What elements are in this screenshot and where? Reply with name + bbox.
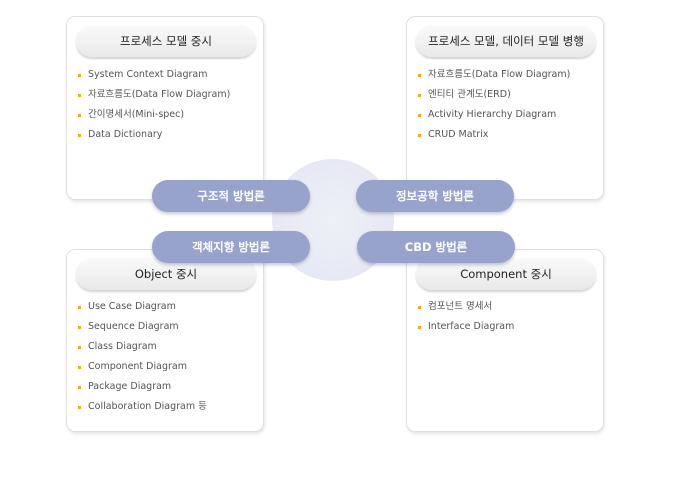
card-object: Object 중시 Use Case Diagram Sequence Diag… <box>66 249 264 432</box>
card-title: Component 중시 <box>416 258 596 290</box>
card-process-data-model: 프로세스 모델, 데이터 모델 병행 자료흐름도(Data Flow Diagr… <box>406 16 604 200</box>
pill-cbd-methodology: CBD 방법론 <box>357 231 515 263</box>
card-title: 프로세스 모델 중시 <box>76 25 256 57</box>
bullet-icon <box>418 73 421 77</box>
list-item: Sequence Diagram <box>78 317 207 337</box>
bullet-icon <box>418 113 421 117</box>
card-title: 프로세스 모델, 데이터 모델 병행 <box>416 25 596 57</box>
list-item: Component Diagram <box>78 357 207 377</box>
bullet-icon <box>78 325 81 329</box>
card-title: Object 중시 <box>76 258 256 290</box>
list-item: Collaboration Diagram 등 <box>78 397 207 417</box>
list-item: 간이명세서(Mini-spec) <box>78 105 230 125</box>
bullet-icon <box>418 305 421 309</box>
bullet-icon <box>78 405 81 409</box>
bullet-icon <box>78 305 81 309</box>
bullet-icon <box>78 113 81 117</box>
bullet-icon <box>78 133 81 137</box>
pill-information-engineering-methodology: 정보공학 방법론 <box>356 180 514 212</box>
list-item: 컴포넌트 명세서 <box>418 297 514 317</box>
bullet-icon <box>78 345 81 349</box>
bullet-icon <box>78 73 81 77</box>
list-item: Activity Hierarchy Diagram <box>418 105 570 125</box>
bullet-icon <box>418 93 421 97</box>
list-item: Interface Diagram <box>418 317 514 337</box>
list-item: Use Case Diagram <box>78 297 207 317</box>
list-item: 자료흐름도(Data Flow Diagram) <box>78 85 230 105</box>
bullet-icon <box>78 93 81 97</box>
pill-object-oriented-methodology: 객체지향 방법론 <box>152 231 310 263</box>
diagram-list: 자료흐름도(Data Flow Diagram) 엔티티 관계도(ERD) Ac… <box>418 65 570 145</box>
list-item: CRUD Matrix <box>418 125 570 145</box>
bullet-icon <box>418 133 421 137</box>
card-process-model: 프로세스 모델 중시 System Context Diagram 자료흐름도(… <box>66 16 264 200</box>
list-item: 자료흐름도(Data Flow Diagram) <box>418 65 570 85</box>
bullet-icon <box>78 385 81 389</box>
list-item: Data Dictionary <box>78 125 230 145</box>
bullet-icon <box>78 365 81 369</box>
list-item: System Context Diagram <box>78 65 230 85</box>
pill-structured-methodology: 구조적 방법론 <box>152 180 310 212</box>
list-item: 엔티티 관계도(ERD) <box>418 85 570 105</box>
list-item: Class Diagram <box>78 337 207 357</box>
card-component: Component 중시 컴포넌트 명세서 Interface Diagram <box>406 249 604 432</box>
diagram-list: Use Case Diagram Sequence Diagram Class … <box>78 297 207 417</box>
bullet-icon <box>418 325 421 329</box>
list-item: Package Diagram <box>78 377 207 397</box>
diagram-list: System Context Diagram 자료흐름도(Data Flow D… <box>78 65 230 145</box>
diagram-list: 컴포넌트 명세서 Interface Diagram <box>418 297 514 337</box>
